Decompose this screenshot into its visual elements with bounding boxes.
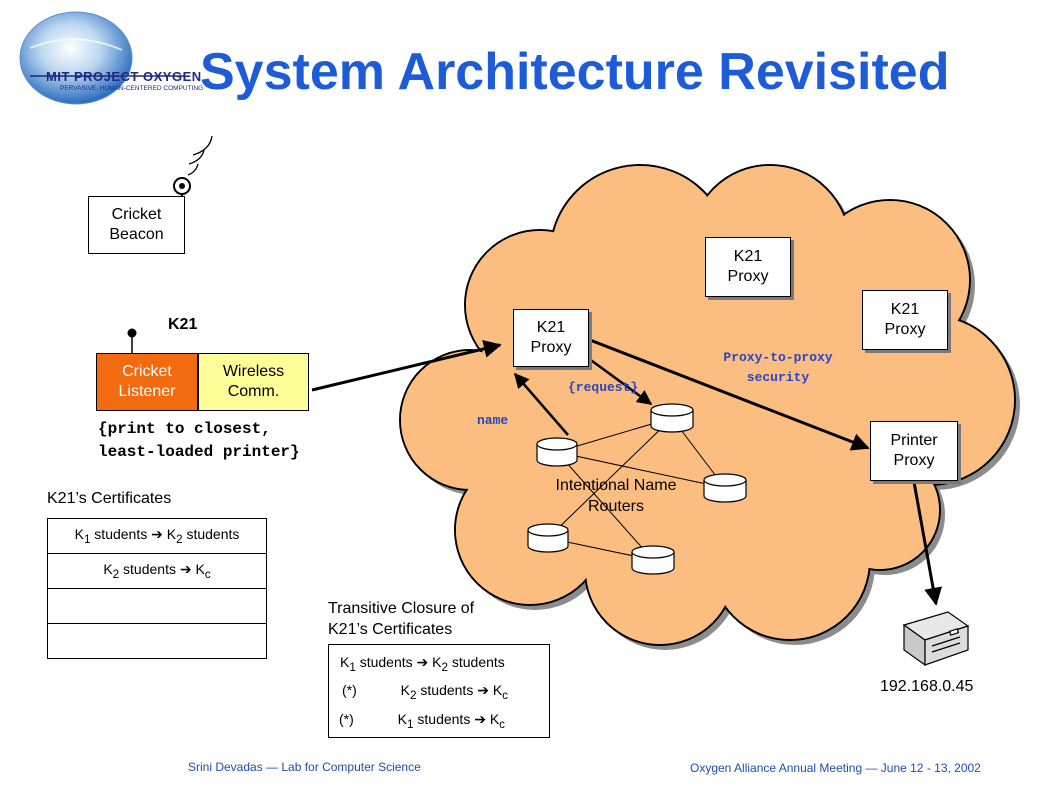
- k21-proxy-left: K21 Proxy: [513, 309, 589, 367]
- logo-wordmark: MIT PROJECT OXYGEN: [46, 69, 202, 84]
- wireless-comm-box: Wireless Comm.: [198, 353, 309, 411]
- closure-row: (*) K2 students ➔ Kc: [342, 682, 508, 702]
- name-label: name: [477, 413, 509, 428]
- router-cylinder: [631, 545, 675, 575]
- certificate-cell-empty: [47, 588, 267, 624]
- printer-proxy-box: Printer Proxy: [870, 421, 958, 481]
- certificates-table: K1 students ➔ K2 students K2 students ➔ …: [47, 518, 267, 659]
- right-arrow-icon: ➔: [474, 711, 486, 727]
- request-label: {request}: [568, 380, 639, 395]
- slide-title: System Architecture Revisited: [200, 43, 950, 101]
- oxygen-logo-globe-icon: [19, 11, 185, 105]
- logo-tagline: PERVASIVE, HUMAN-CENTERED COMPUTING: [60, 85, 204, 92]
- arrow-name-to-proxy: [514, 372, 569, 436]
- listener-antenna-icon: [127, 328, 137, 354]
- print-request-text: {print to closest, least-loaded printer}: [98, 420, 300, 461]
- arrow-proxy-to-printer-proxy: [589, 338, 870, 451]
- proxy-to-proxy-security-label: Proxy-to-proxy security: [723, 350, 833, 385]
- closure-row: K1 students ➔ K2 students: [340, 654, 505, 674]
- table-row: [47, 623, 267, 659]
- table-row: K1 students ➔ K2 students: [47, 518, 267, 554]
- k21-proxy-top: K21 Proxy: [705, 237, 791, 297]
- printer-ip-address: 192.168.0.45: [880, 678, 974, 695]
- arrow-printer-proxy-to-printer: [912, 481, 942, 606]
- footer-right: Oxygen Alliance Annual Meeting — June 12…: [690, 761, 981, 775]
- right-arrow-icon: ➔: [477, 682, 489, 698]
- certificate-cell-empty: [47, 623, 267, 659]
- certificate-cell: K1 students ➔ K2 students: [47, 518, 267, 554]
- certificates-title: K21’s Certificates: [47, 490, 172, 507]
- closure-row: (*) K1 students ➔ Kc: [339, 711, 505, 731]
- k21-proxy-right: K21 Proxy: [862, 290, 948, 350]
- router-cylinder: [703, 473, 747, 503]
- printer-icon: [902, 611, 970, 667]
- footer-left: Srini Devadas — Lab for Computer Science: [188, 760, 421, 774]
- certificate-cell: K2 students ➔ Kc: [47, 553, 267, 589]
- right-arrow-icon: ➔: [179, 561, 192, 578]
- transitive-closure-box: K1 students ➔ K2 students (*) K2 student…: [328, 644, 550, 738]
- table-row: [47, 588, 267, 624]
- arrow-request-to-router: [587, 356, 653, 406]
- right-arrow-icon: ➔: [416, 654, 429, 670]
- right-arrow-icon: ➔: [151, 526, 163, 543]
- intentional-name-routers-label: Intentional Name Routers: [555, 477, 677, 515]
- arrow-wireless-to-proxy: [311, 340, 502, 392]
- cricket-listener-box: Cricket Listener: [96, 353, 198, 411]
- beacon-antenna-icon: [173, 135, 213, 200]
- transitive-closure-title: Transitive Closure of K21’s Certificates: [328, 600, 475, 638]
- cricket-beacon-box: Cricket Beacon: [88, 196, 185, 254]
- table-row: K2 students ➔ Kc: [47, 553, 267, 589]
- router-cylinder: [527, 523, 569, 553]
- k21-label: K21: [168, 316, 198, 333]
- router-cylinder: [650, 403, 694, 433]
- router-cylinder: [536, 437, 578, 467]
